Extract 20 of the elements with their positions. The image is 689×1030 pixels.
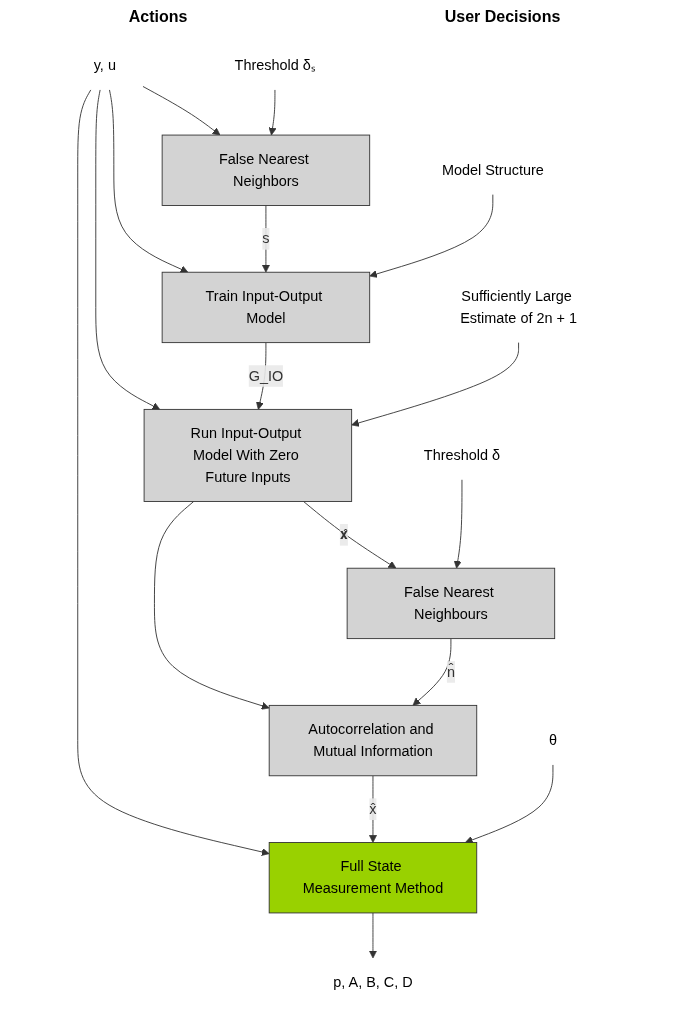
node-box: False Nearest Neighbors <box>161 134 371 206</box>
edge-label: n̂ <box>446 663 455 680</box>
node-box: Train Input-Output Model <box>161 271 371 344</box>
node-text: θ <box>548 732 557 748</box>
edge-label: G_IO <box>248 367 284 384</box>
node-text: Model Structure <box>441 162 544 178</box>
node-box: False Nearest Neighbours <box>346 567 556 640</box>
node-box: Full State Measurement Method <box>268 842 478 914</box>
node-text: Threshold δₛ <box>234 57 316 73</box>
edge-label: 𝐱̂ <box>339 526 348 543</box>
node-box: Run Input-Output Model With Zero Future Inputs <box>143 408 353 502</box>
column-heading: Actions <box>128 8 188 26</box>
column-heading: User Decisions <box>444 8 561 26</box>
node-box: Autocorrelation and Mutual Information <box>268 704 478 777</box>
node-text: Sufficiently Large Estimate of 2n + 1 <box>460 288 577 326</box>
edge-label: x̂ <box>369 801 377 817</box>
node-text: y, u <box>93 57 116 73</box>
node-text: Threshold δ <box>423 447 501 463</box>
edge-label: s <box>262 230 270 247</box>
node-text: p, A, B, C, D <box>333 974 413 990</box>
